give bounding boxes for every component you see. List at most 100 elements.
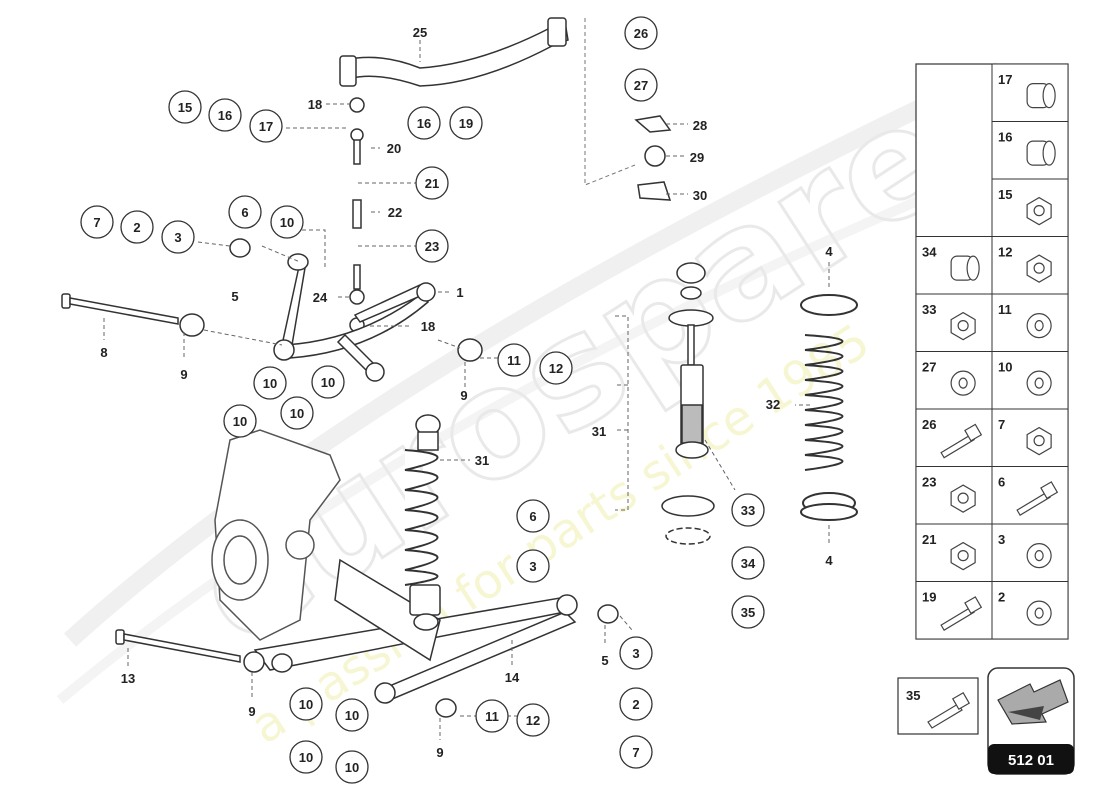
callout-circle <box>497 343 531 377</box>
callout-7: 7 <box>80 205 114 239</box>
callout-33: 33 <box>731 493 765 527</box>
link-rod-parts <box>349 97 365 333</box>
callout-10: 10 <box>289 687 323 721</box>
callout-34: 34 <box>731 546 765 580</box>
callout-10: 10 <box>270 205 304 239</box>
legend-cell-23: 23 <box>915 466 993 525</box>
callout-9: 9 <box>436 745 443 760</box>
legend-part-number: 19 <box>922 590 936 605</box>
callout-31: 31 <box>592 424 606 439</box>
callout-number: 10 <box>233 414 247 429</box>
rubber-washer-icon <box>950 370 976 396</box>
callout-number: 10 <box>290 406 304 421</box>
lower-wishbone <box>253 558 578 704</box>
arrow-left-icon[interactable] <box>997 679 1069 725</box>
callout-number: 17 <box>259 119 273 134</box>
callout-number: 23 <box>425 239 439 254</box>
callout-25: 25 <box>413 25 427 40</box>
callout-number: 28 <box>693 118 707 133</box>
castle-nut-icon <box>1026 254 1052 283</box>
legend-cell-border <box>915 581 993 640</box>
callout-circle <box>80 205 114 239</box>
callout-circle <box>253 366 287 400</box>
hub-carrier <box>211 429 341 641</box>
legend-part-number: 10 <box>998 360 1012 375</box>
callout-circle <box>415 166 449 200</box>
callout-circle <box>731 546 765 580</box>
callout-circle <box>516 549 550 583</box>
callout-number: 3 <box>632 646 639 661</box>
callout-number: 11 <box>507 353 521 368</box>
callout-circle <box>168 90 202 124</box>
legend-part-number: 7 <box>998 417 1005 432</box>
shock-absorber-exploded <box>661 262 715 545</box>
legend-cell-17: 17 <box>991 63 1069 122</box>
callout-circle <box>208 98 242 132</box>
legend-cell-21: 21 <box>915 523 993 582</box>
bushing-sleeve-icon <box>1026 83 1056 109</box>
callout-number: 25 <box>413 25 427 40</box>
page-nav-box[interactable]: 512 01 <box>987 667 1075 775</box>
legend-cell-7: 7 <box>991 408 1069 467</box>
legend-part-number: 33 <box>922 302 936 317</box>
flat-washer-icon <box>1026 370 1052 396</box>
callout-circle <box>249 109 283 143</box>
callout-number: 2 <box>133 220 140 235</box>
callout-14: 14 <box>505 670 520 685</box>
callout-circle <box>731 595 765 629</box>
callout-circle <box>228 195 262 229</box>
callout-number: 11 <box>485 709 499 724</box>
callout-number: 16 <box>417 116 431 131</box>
legend-part-number: 11 <box>998 302 1012 317</box>
hex-bolt-icon <box>940 596 983 631</box>
dome-cap-icon <box>1026 600 1052 626</box>
callout-number: 35 <box>741 605 755 620</box>
callout-circle <box>449 106 483 140</box>
callout-28: 28 <box>693 118 707 133</box>
callout-31: 31 <box>475 453 489 468</box>
callout-number: 29 <box>690 150 704 165</box>
callout-number: 10 <box>280 215 294 230</box>
nut-nylon-icon <box>1026 196 1052 226</box>
callout-35: 35 <box>731 595 765 629</box>
callout-18: 18 <box>421 319 435 334</box>
callout-9: 9 <box>460 388 467 403</box>
callout-number: 6 <box>241 205 248 220</box>
callout-number: 14 <box>505 670 520 685</box>
callout-12: 12 <box>539 351 573 385</box>
callout-7: 7 <box>619 735 653 769</box>
legend-part-number: 21 <box>922 532 936 547</box>
callout-11: 11 <box>497 343 531 377</box>
callout-21: 21 <box>415 166 449 200</box>
coil-spring <box>800 294 858 521</box>
lower-bushings <box>243 604 619 718</box>
callout-circle <box>619 636 653 670</box>
callout-number: 5 <box>601 653 608 668</box>
lock-nut-icon <box>1026 426 1052 456</box>
callout-24: 24 <box>313 290 328 305</box>
callout-3: 3 <box>161 220 195 254</box>
bracket-parts <box>634 115 672 201</box>
callout-13: 13 <box>121 671 135 686</box>
callout-number: 7 <box>632 745 639 760</box>
callout-circle <box>223 404 257 438</box>
callout-16: 16 <box>208 98 242 132</box>
callout-number: 9 <box>436 745 443 760</box>
callout-2: 2 <box>120 210 154 244</box>
callout-circle <box>415 229 449 263</box>
callout-number: 31 <box>592 424 606 439</box>
callout-number: 21 <box>425 176 439 191</box>
callout-30: 30 <box>693 188 707 203</box>
bolt-icon <box>927 691 971 729</box>
callout-9: 9 <box>248 704 255 719</box>
callout-circle <box>335 750 369 784</box>
legend-part-number: 34 <box>922 245 937 260</box>
bolt-13 <box>115 629 241 663</box>
legend-part-number: 3 <box>998 532 1005 547</box>
callout-circle <box>161 220 195 254</box>
callout-circle <box>280 396 314 430</box>
callout-number: 10 <box>321 375 335 390</box>
legend-cell-19: 19 <box>915 581 993 640</box>
